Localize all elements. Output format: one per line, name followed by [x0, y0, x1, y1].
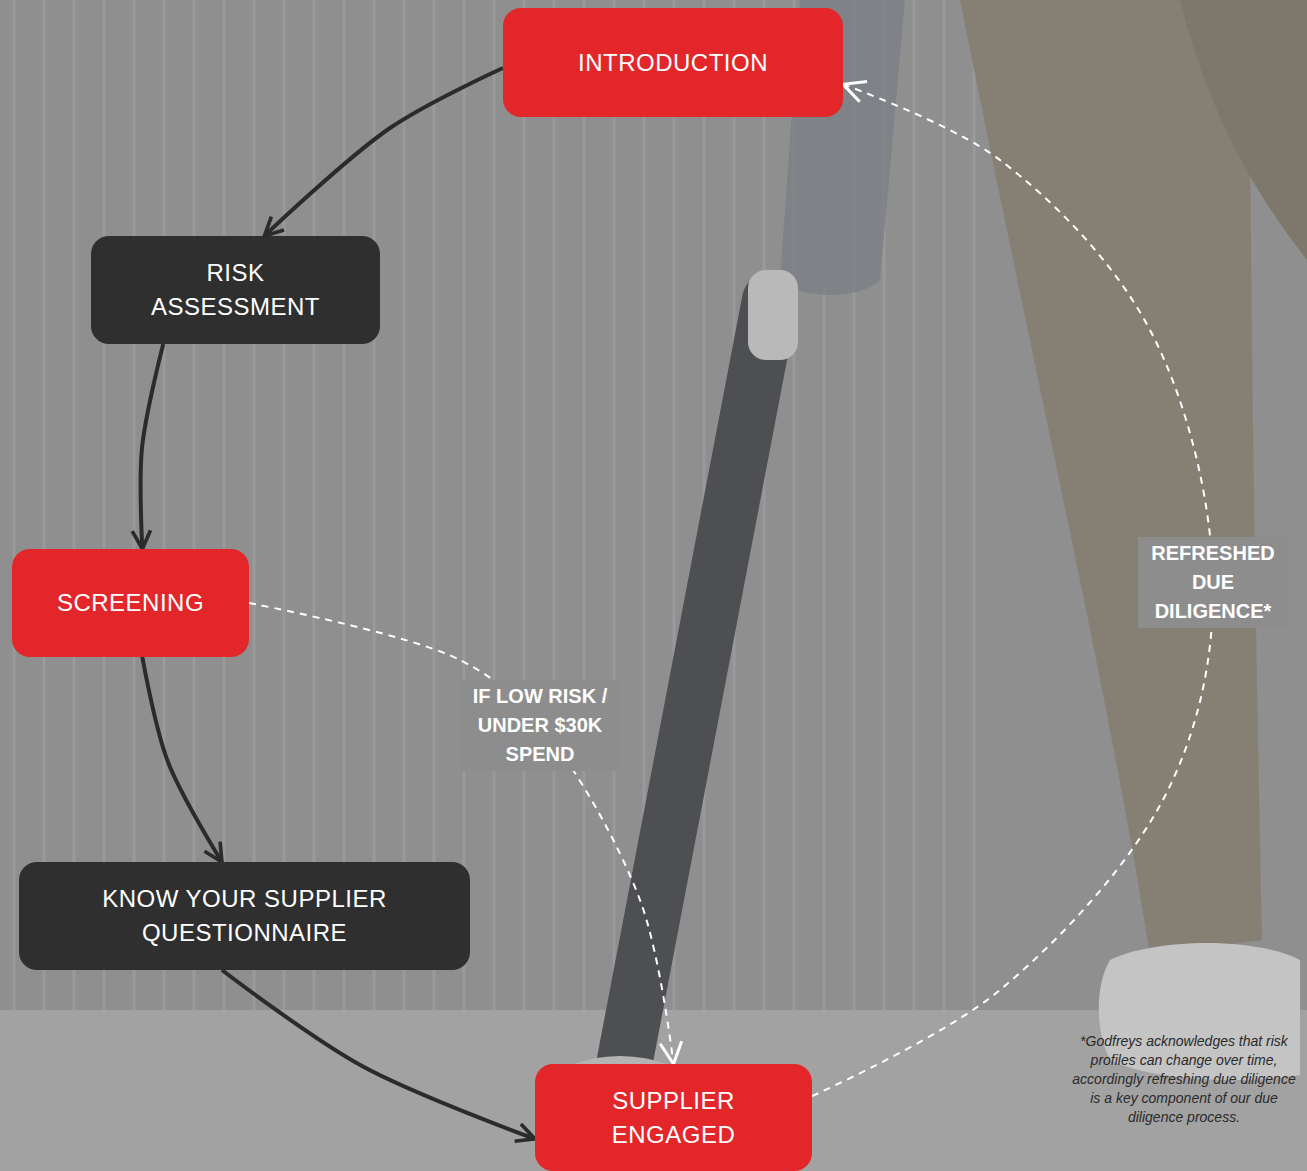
- wall-stripe: [13, 0, 16, 1010]
- leg: [1180, 0, 1307, 260]
- wall-stripe: [73, 0, 76, 1010]
- connector-label: IF LOW RISK / UNDER $30K SPEND: [460, 680, 620, 771]
- wall-stripe: [373, 0, 376, 1010]
- wall-stripe: [283, 0, 286, 1010]
- stage-box: SCREENING: [12, 549, 249, 657]
- wall-stripe: [523, 0, 526, 1010]
- dashed-arrow: [249, 603, 674, 1064]
- wall-stripe: [223, 0, 226, 1010]
- stage-box: INTRODUCTION: [503, 8, 843, 117]
- stage-label: SUPPLIER ENGAGED: [591, 1084, 756, 1151]
- flow-arrow: [141, 344, 164, 549]
- wall-stripe: [343, 0, 346, 1010]
- stage-label: KNOW YOUR SUPPLIER QUESTIONNAIRE: [95, 882, 395, 949]
- wall-stripe: [943, 0, 946, 1010]
- wall-stripe: [763, 0, 766, 1010]
- wall-stripe: [103, 0, 106, 1010]
- wall-stripe: [493, 0, 496, 1010]
- connector-label: REFRESHED DUE DILIGENCE*: [1138, 537, 1288, 628]
- stage-label: INTRODUCTION: [578, 46, 768, 80]
- wall-stripe: [613, 0, 616, 1010]
- wall-stripe: [253, 0, 256, 1010]
- wall-stripe: [133, 0, 136, 1010]
- wall-stripe: [43, 0, 46, 1010]
- wall-stripe: [193, 0, 196, 1010]
- stage-box: SUPPLIER ENGAGED: [535, 1064, 812, 1171]
- wall-stripe: [913, 0, 916, 1010]
- wall-stripe: [403, 0, 406, 1010]
- wall-stripes: [14, 0, 974, 1010]
- footnote: *Godfreys acknowledges that risk profile…: [1068, 1032, 1300, 1126]
- leg: [960, 0, 1262, 955]
- wall-stripe: [163, 0, 166, 1010]
- wall-stripe: [973, 0, 976, 1010]
- stage-label: RISK ASSESSMENT: [146, 256, 326, 323]
- step-box: RISK ASSESSMENT: [91, 236, 380, 344]
- step-box: KNOW YOUR SUPPLIER QUESTIONNAIRE: [19, 862, 470, 970]
- stage-label: SCREENING: [57, 586, 204, 620]
- wall-stripe: [433, 0, 436, 1010]
- wall-stripe: [583, 0, 586, 1010]
- flow-arrow: [264, 68, 503, 236]
- wall-stripe: [463, 0, 466, 1010]
- wall-stripe: [553, 0, 556, 1010]
- flow-arrow: [142, 657, 222, 862]
- vacuum-joint: [748, 270, 798, 360]
- wall-stripe: [313, 0, 316, 1010]
- flow-arrow: [222, 970, 535, 1139]
- vacuum-tube: [625, 300, 770, 1060]
